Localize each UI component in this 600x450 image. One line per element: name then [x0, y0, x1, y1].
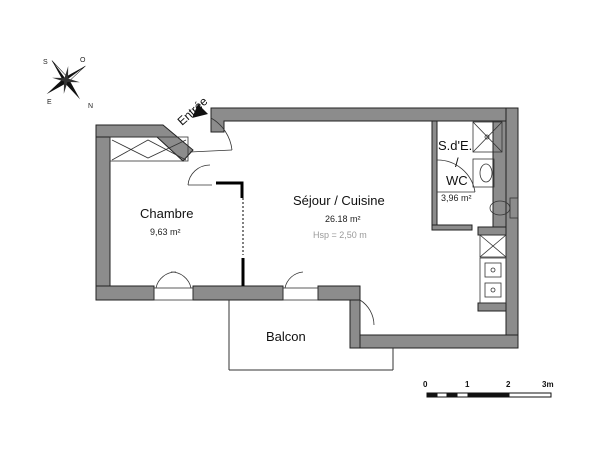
scale-label-3m: 3m — [542, 380, 554, 389]
entrance-label: Entrée — [175, 94, 211, 128]
room-height-living-kitchen: Hsp = 2,50 m — [313, 230, 367, 240]
room-area-bath: 3,96 m² — [441, 193, 472, 203]
wall-bottom-mid — [192, 285, 284, 301]
scale-label-0: 0 — [423, 380, 428, 389]
wall-kitchen-bottom — [477, 302, 507, 312]
wall-right — [505, 107, 519, 349]
wall-bottom-mid2 — [317, 285, 361, 301]
wall-bath-right — [492, 120, 507, 228]
compass-label-n: N — [88, 103, 93, 110]
shower — [472, 121, 503, 153]
wall-bath-bottom — [431, 224, 473, 231]
room-name-bedroom: Chambre — [140, 206, 194, 221]
room-area-living-kitchen: 26.18 m² — [325, 214, 361, 224]
room-area-bedroom: 9,63 m² — [150, 227, 181, 237]
wall-bottom-left — [95, 285, 155, 301]
compass-label-s: S — [43, 59, 48, 66]
partition — [216, 181, 245, 286]
kitchen-fixtures — [479, 234, 507, 304]
room-name-bath-line1: S.d'E. — [438, 138, 473, 153]
wall-bottom-right — [349, 334, 519, 349]
room-name-balcony: Balcon — [266, 329, 306, 344]
compass-icon — [46, 60, 86, 100]
wall-left — [95, 124, 111, 301]
closet — [109, 136, 189, 162]
room-name-bath-line2: / — [455, 155, 459, 170]
entrance-arrow — [192, 104, 208, 118]
room-name-bath-line3: WC — [446, 173, 468, 188]
doors — [153, 117, 476, 330]
walls — [95, 107, 519, 349]
scale-label-1: 1 — [465, 380, 470, 389]
wall-bath-left — [431, 120, 438, 230]
balcony-outline — [228, 300, 394, 371]
wall-kitchen — [477, 226, 507, 236]
toilet — [489, 197, 519, 219]
compass-label-e: E — [47, 99, 52, 106]
scale-bar — [426, 392, 552, 398]
sink — [472, 158, 495, 188]
wall-living-top — [210, 107, 519, 133]
compass-label-o: O — [80, 57, 86, 64]
room-name-living-kitchen: Séjour / Cuisine — [293, 193, 385, 208]
scale-label-2: 2 — [506, 380, 511, 389]
